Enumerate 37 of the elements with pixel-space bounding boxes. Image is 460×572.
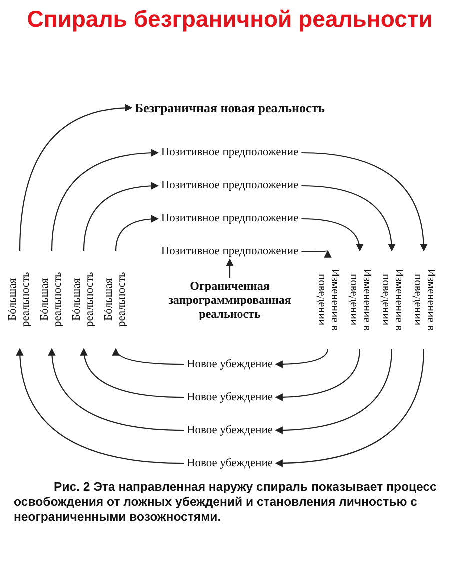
- step-label: Новое убеждение: [187, 358, 273, 371]
- step-label: Новое убеждение: [187, 457, 273, 470]
- spiral-arrow: [275, 348, 361, 402]
- step-label: Бóльшая реальность: [7, 254, 33, 346]
- spiral-arrow: [302, 218, 364, 252]
- step-label: Изменение в поведении: [347, 254, 373, 346]
- spiral-arrow: [275, 348, 425, 468]
- spiral-arrow: [115, 215, 160, 252]
- spiral-arrow: [302, 185, 396, 252]
- step-label: Позитивное предположение: [161, 146, 299, 160]
- spiral-arrow: [51, 149, 160, 252]
- step-label: Позитивное предположение: [161, 212, 299, 226]
- spiral-arrow: [80, 348, 184, 398]
- step-label: Новое убеждение: [187, 391, 273, 404]
- step-label: Бóльшая реальность: [103, 254, 129, 346]
- step-label: Позитивное предположение: [161, 180, 299, 192]
- step-label: Новое убеждение: [187, 424, 273, 437]
- title: Спираль безграничной реальности: [26, 6, 434, 33]
- spiral-arrow: [302, 250, 329, 258]
- spiral-arrow: [19, 104, 133, 252]
- spiral-arrow: [275, 348, 393, 434]
- spiral-arrow: [16, 348, 184, 464]
- spiral-arrow: [48, 348, 184, 432]
- spiral-arrow: [114, 348, 184, 366]
- center-label: Ограниченная запрограммированная реальность: [160, 279, 300, 321]
- spiral-arrow: [83, 182, 160, 252]
- step-label: Изменение в поведении: [379, 254, 405, 346]
- outer-label: Безграничная новая реальность: [134, 102, 326, 114]
- spiral-arrow: [302, 152, 428, 252]
- step-label: Бóльшая реальность: [39, 254, 65, 346]
- step-label: Изменение в поведении: [315, 254, 341, 346]
- step-label: Позитивное предположение: [161, 246, 299, 258]
- step-label: Изменение в поведении: [411, 254, 437, 346]
- spiral-arrow: [275, 348, 329, 368]
- spiral-arrow: [226, 258, 234, 278]
- caption: Рис. 2 Эта направленная наружу спираль показывает процесс освобождения от ложных убеждений и становления личностью с неограниченными возожностями.: [14, 480, 438, 525]
- step-label: Бóльшая реальность: [71, 254, 97, 346]
